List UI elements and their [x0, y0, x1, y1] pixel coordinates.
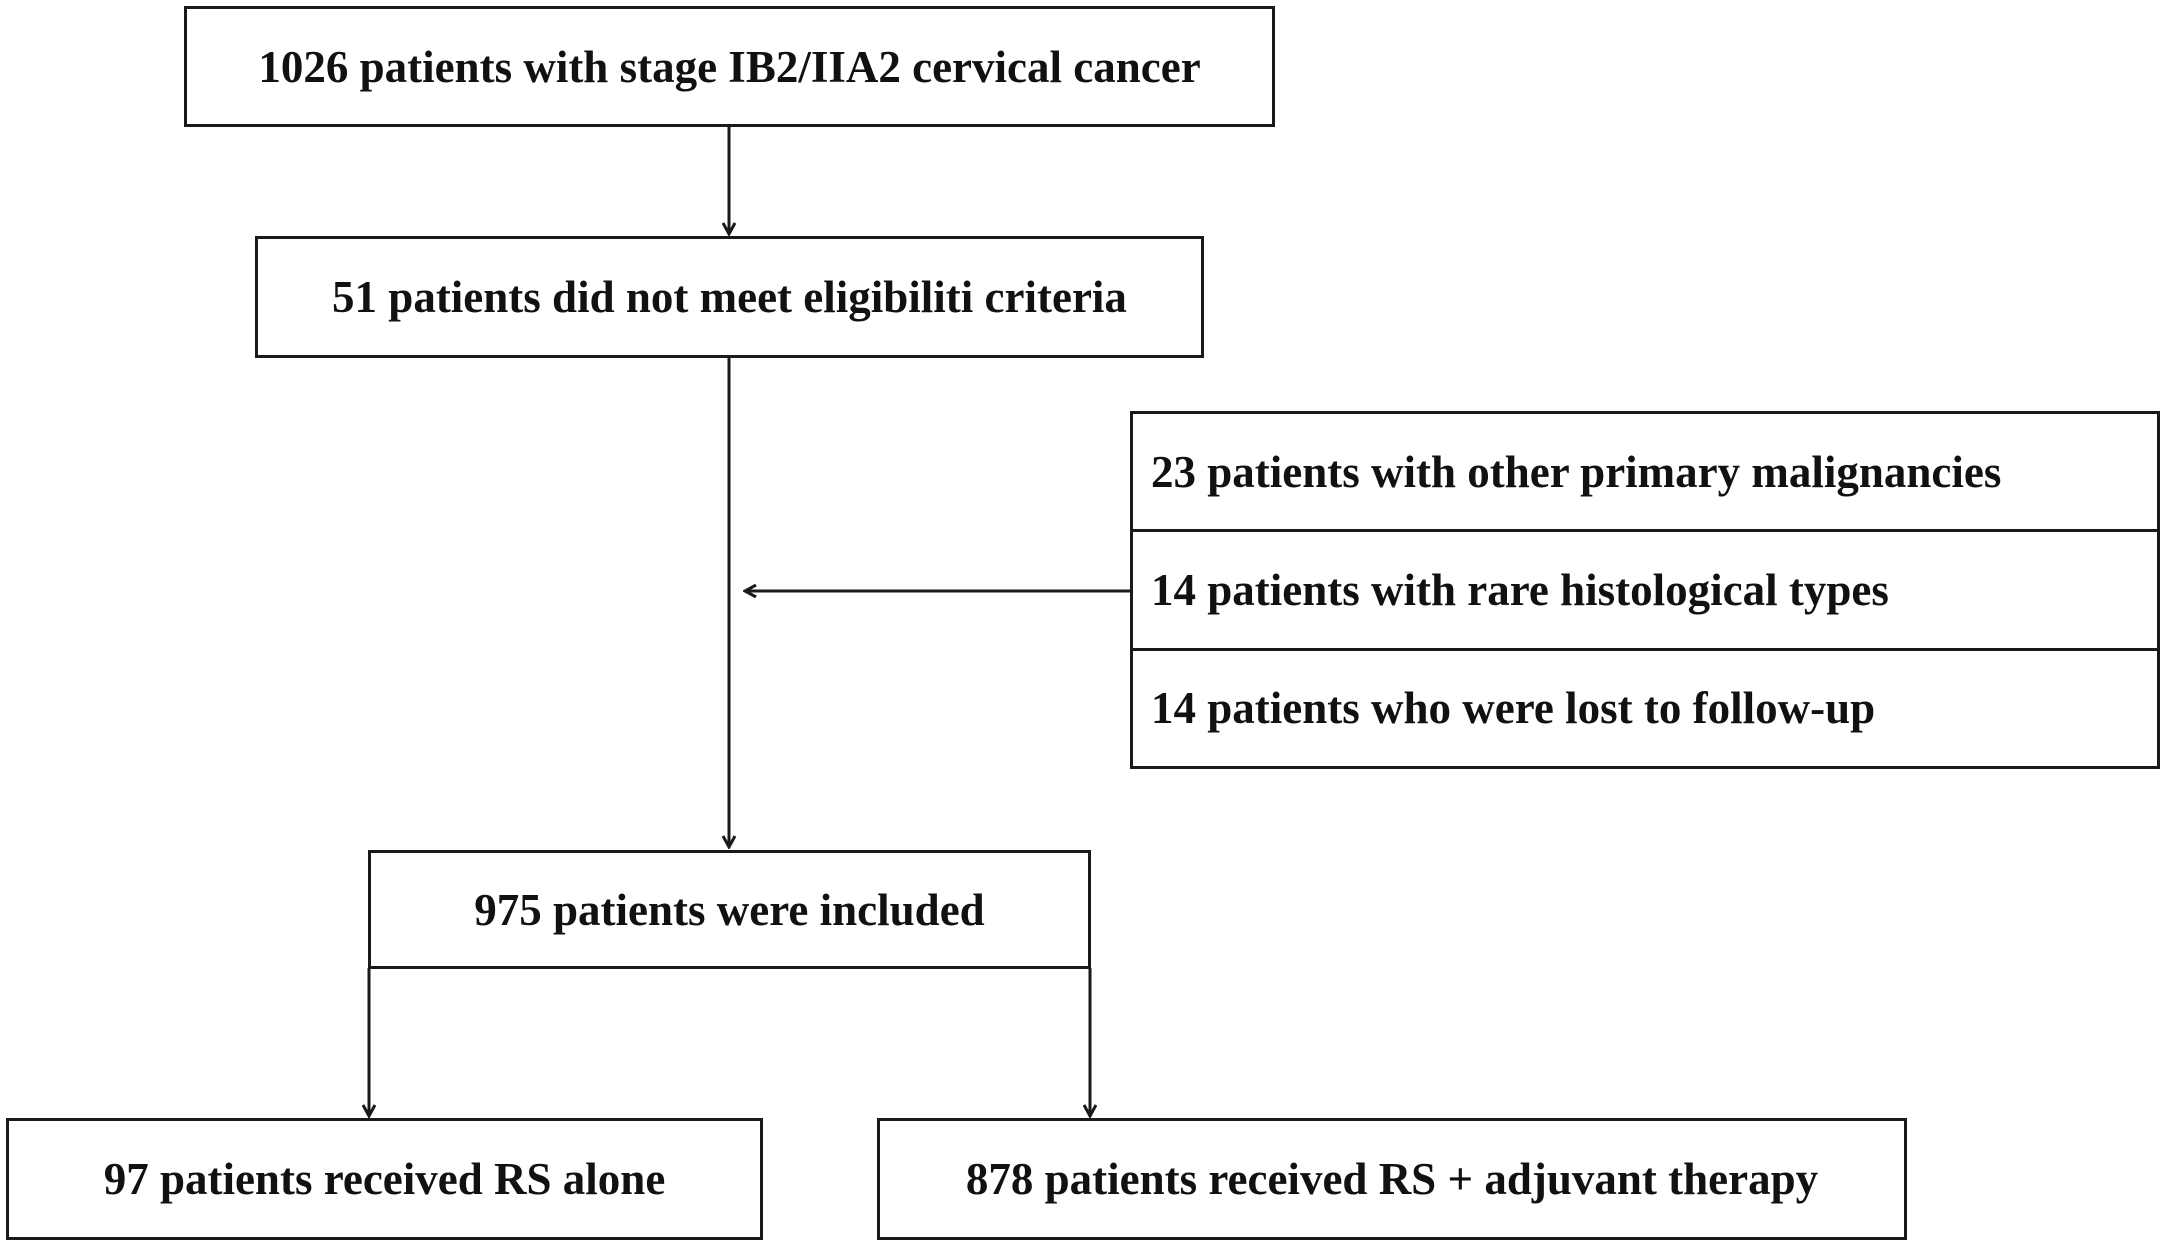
included-label: 975 patients were included	[474, 884, 985, 935]
ineligible-box: 51 patients did not meet eligibiliti cri…	[255, 236, 1204, 358]
rs-alone-box: 97 patients received RS alone	[6, 1118, 763, 1240]
rs-alone-label: 97 patients received RS alone	[103, 1154, 666, 1204]
exclusion-row-malignancies: 23 patients with other primary malignanc…	[1133, 414, 2157, 529]
exclusion-reasons-box: 23 patients with other primary malignanc…	[1130, 411, 2160, 769]
initial-cohort-box: 1026 patients with stage IB2/IIA2 cervic…	[184, 6, 1275, 127]
ineligible-label: 51 patients did not meet eligibiliti cri…	[332, 272, 1127, 322]
initial-cohort-label: 1026 patients with stage IB2/IIA2 cervic…	[258, 41, 1201, 92]
exclusion-row-histological: 14 patients with rare histological types	[1133, 529, 2157, 647]
exclusion-label: 14 patients with rare histological types	[1151, 564, 1889, 615]
rs-adjuvant-label: 878 patients received RS + adjuvant ther…	[965, 1154, 1819, 1204]
exclusion-row-lost-followup: 14 patients who were lost to follow-up	[1133, 647, 2157, 766]
exclusion-label: 14 patients who were lost to follow-up	[1151, 683, 1876, 734]
exclusion-label: 23 patients with other primary malignanc…	[1151, 446, 2002, 497]
included-box: 975 patients were included	[368, 850, 1091, 969]
rs-adjuvant-box: 878 patients received RS + adjuvant ther…	[877, 1118, 1907, 1240]
